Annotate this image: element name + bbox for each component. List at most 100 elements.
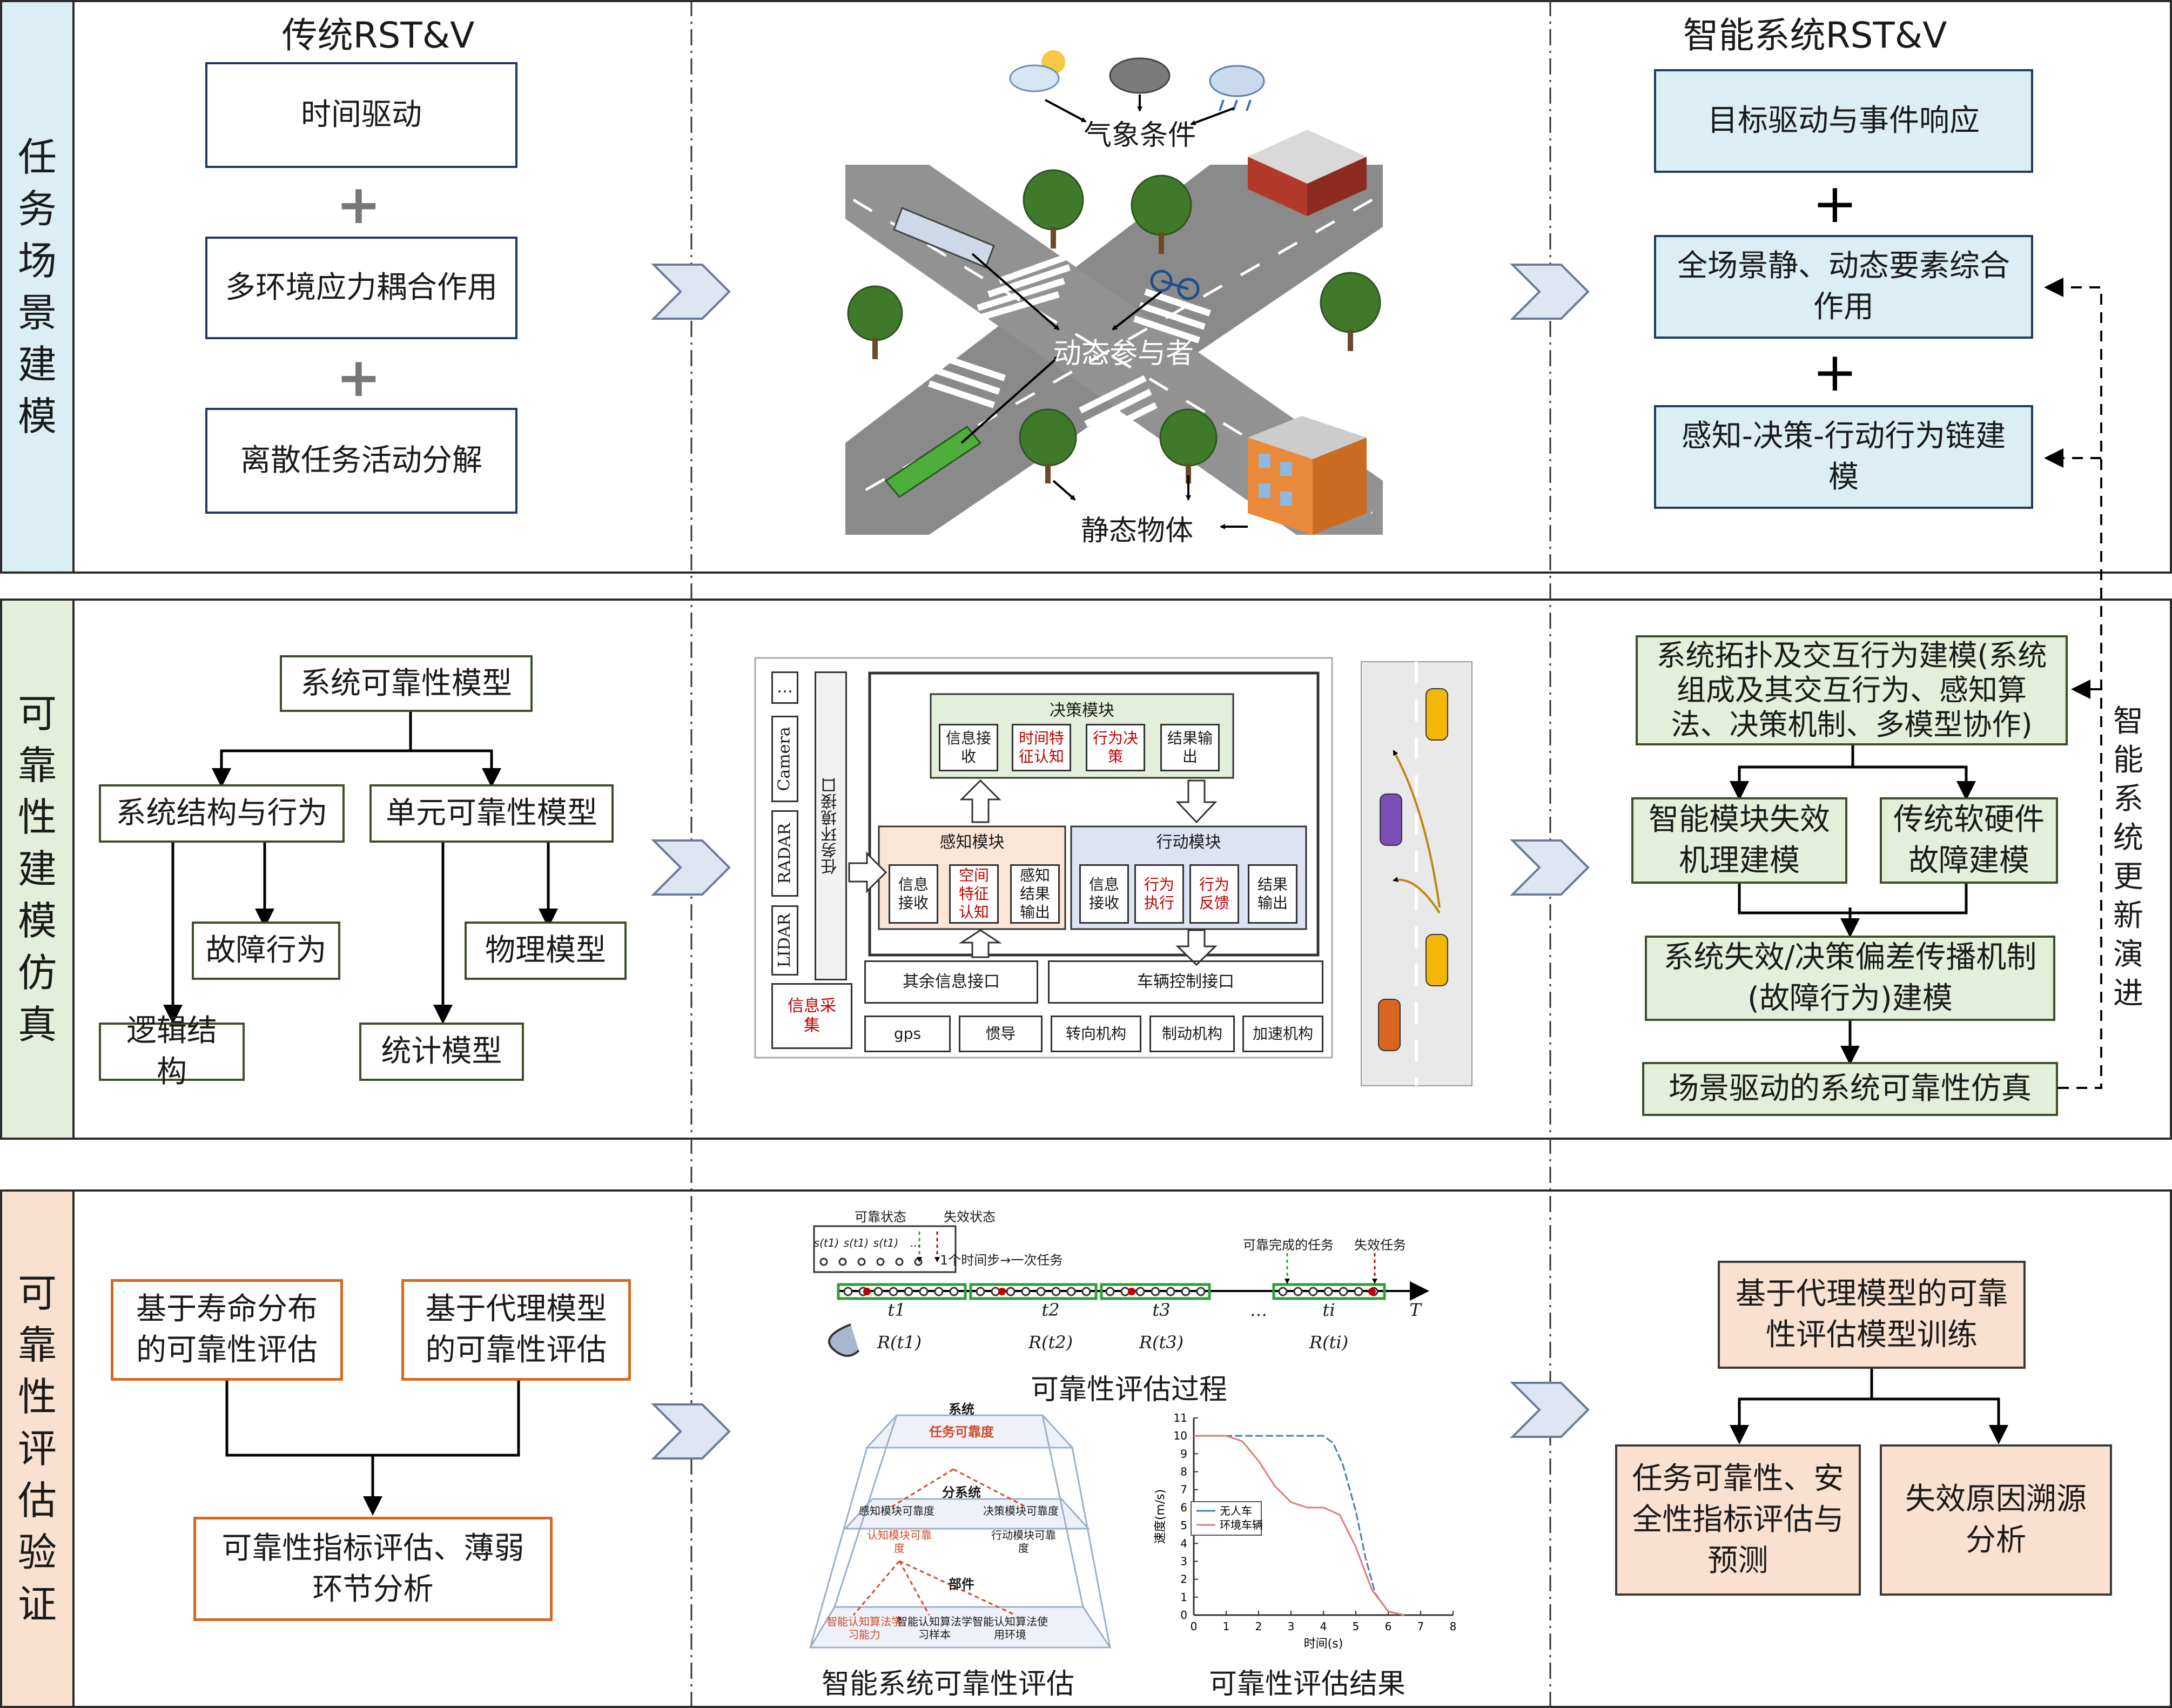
timestep-dot	[1166, 1287, 1175, 1296]
logic-structure-box: 逻辑结构	[99, 1013, 245, 1090]
timeline-caption: 可靠性评估过程	[1030, 1374, 1227, 1406]
cycle-arrow-icon	[828, 1323, 860, 1357]
reliability-timeline	[813, 1225, 1429, 1357]
timestep-dot	[1051, 1287, 1061, 1296]
section-char: 可	[17, 691, 57, 736]
chevron-icon	[1510, 264, 1590, 320]
section-char: 靠	[17, 743, 57, 788]
plus-icon: +	[1812, 340, 1858, 404]
legend-label: 无人车	[1220, 1504, 1252, 1517]
unit-reliability-box: 单元可靠性模型	[369, 784, 614, 843]
system-reliability-model-box: 系统可靠性模型	[280, 655, 533, 712]
timestep-dot	[843, 1287, 853, 1296]
root-cause-box: 失效原因溯源分析	[1880, 1444, 2112, 1596]
fail-task-label: 失效任务	[1354, 1238, 1406, 1253]
info-collect-box: 信息采集	[771, 983, 852, 1049]
y-tick-label: 2	[1180, 1573, 1187, 1586]
timestep-dot	[1105, 1287, 1115, 1296]
timestep-dot	[1066, 1287, 1076, 1296]
section-char: 模	[17, 898, 57, 944]
propagation-label: 系统失效/决策偏差传播机制(故障行为)建模	[1663, 940, 2037, 1016]
smart-failure-box: 智能模块失效机理建模	[1631, 797, 1847, 884]
evolve-char: 系	[2113, 782, 2143, 817]
env-stress-box: 多环境应力耦合作用	[205, 237, 517, 339]
car-icon	[1380, 794, 1402, 846]
van-icon	[893, 207, 995, 268]
x-tick-label: 6	[1385, 1620, 1392, 1633]
action-cell: 信息接收	[1079, 864, 1129, 924]
smart-failure-label: 智能模块失效机理建模	[1649, 802, 1830, 878]
section-char: 景	[17, 290, 57, 335]
evolve-char: 进	[2113, 976, 2143, 1011]
green-car-icon	[884, 426, 982, 498]
lifetime-eval-label: 基于寿命分布的可靠性评估	[136, 1292, 318, 1368]
evolve-char: 新	[2113, 898, 2143, 933]
section-char: 任	[17, 135, 57, 180]
scenario-sim-label: 场景驱动的系统可靠性仿真	[1669, 1071, 2032, 1106]
hardware-box: 制动机构	[1149, 1016, 1235, 1052]
timeline-tick: …	[1250, 1300, 1267, 1320]
structure-behavior-box: 系统结构与行为	[99, 784, 345, 843]
physical-model-label: 物理模型	[485, 933, 606, 968]
car-icon	[1425, 688, 1448, 741]
reliability-label: R(t3)	[1139, 1332, 1184, 1353]
decision-cell: 行为决策	[1086, 724, 1145, 771]
step-note-label: 1个时间步→一次任务	[940, 1253, 1063, 1268]
series-line	[1194, 1435, 1405, 1616]
action-cell: 结果输出	[1248, 864, 1297, 924]
perception-cell: 空间特征认知	[949, 864, 999, 924]
evolve-label: 智能系统更新演进	[2109, 702, 2147, 1013]
hardware-box: gps	[864, 1016, 951, 1052]
timestep-dot	[1278, 1287, 1288, 1296]
pyramid-item: 决策模块可靠度	[983, 1504, 1059, 1517]
y-axis-label: 速度(m/s)	[1154, 1489, 1167, 1544]
lidar-sensor-box: LIDAR	[771, 905, 798, 976]
bicycle-icon	[1150, 270, 1200, 300]
section-label-simulation: 可靠性建模仿真	[0, 599, 75, 1140]
timeline-tick: ti	[1322, 1300, 1335, 1320]
task-decomp-label: 离散任务活动分解	[240, 443, 482, 478]
timeline-tick: t1	[887, 1300, 906, 1320]
camera-label: Camera	[775, 727, 794, 791]
surrogate-eval-label: 基于代理模型的可靠性评估	[425, 1292, 607, 1368]
timestep-dot	[1196, 1287, 1206, 1296]
mission-safety-label: 任务可靠性、安全性指标评估与预测	[1632, 1461, 1844, 1578]
pyramid-caption: 智能系统可靠性评估	[821, 1668, 1074, 1700]
evolve-char: 演	[2113, 937, 2143, 972]
y-tick-label: 6	[1180, 1501, 1187, 1514]
timestep-dot	[949, 1287, 959, 1296]
section-char: 场	[17, 238, 57, 284]
timestep-dot	[1151, 1287, 1160, 1296]
pyramid-subsystem-label: 分系统	[942, 1485, 981, 1500]
pyramid-component-label: 部件	[949, 1577, 974, 1592]
weather-label: 气象条件	[1083, 119, 1196, 152]
chevron-icon	[651, 264, 731, 320]
state-dot	[857, 1258, 866, 1266]
fail-state-label: 失效状态	[944, 1209, 996, 1225]
done-task-label: 可靠完成的任务	[1243, 1238, 1334, 1253]
hardware-box: 转向机构	[1051, 1016, 1141, 1052]
perception-module-title: 感知模块	[939, 833, 1005, 852]
radar-label: RADAR	[775, 823, 794, 884]
decision-cell: 信息接收	[939, 724, 998, 771]
timestep-dot	[1339, 1287, 1348, 1296]
other-interface-box: 其余信息接口	[864, 960, 1038, 1004]
state-label: …	[910, 1236, 921, 1249]
timeline-tick: T	[1409, 1300, 1421, 1320]
y-tick-label: 9	[1180, 1447, 1187, 1460]
section-char: 仿	[17, 950, 57, 996]
full-scene-label: 全场景静、动态要素综合作用	[1677, 248, 2010, 325]
section-char: 建	[17, 342, 57, 387]
structure-behavior-label: 系统结构与行为	[116, 796, 328, 831]
timeline-tick: t2	[1041, 1300, 1060, 1320]
perception-cell: 信息接收	[889, 864, 938, 924]
car-icon	[1425, 934, 1448, 986]
section-char: 模	[17, 394, 57, 439]
timestep-dot	[1354, 1287, 1363, 1296]
physical-model-box: 物理模型	[465, 922, 627, 980]
section-char: 验	[17, 1530, 57, 1575]
radar-sensor-box: RADAR	[771, 810, 798, 897]
apartment-building-icon	[1248, 416, 1367, 535]
reliability-label: R(t1)	[877, 1332, 922, 1353]
